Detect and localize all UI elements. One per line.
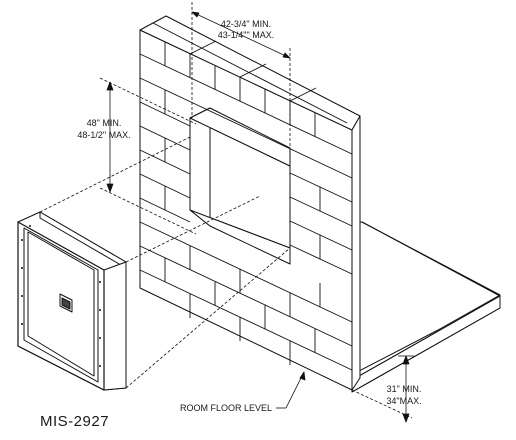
latch-icon <box>59 293 73 313</box>
height-min-label: 48" MIN. <box>87 118 122 128</box>
masonry-wall <box>139 15 361 391</box>
model-number: MIS-2927 <box>40 413 109 430</box>
height-max-label: 48-1/2" MAX. <box>77 130 130 140</box>
width-max-label: 43-1/4"" MAX. <box>218 30 274 40</box>
floor-offset-min-label: 31" MIN. <box>387 384 422 394</box>
floor-level-label: ROOM FLOOR LEVEL <box>180 403 272 413</box>
floor-offset-max-label: 34"MAX. <box>386 396 421 406</box>
dimension-lines <box>39 2 414 423</box>
access-panel <box>17 211 127 391</box>
width-min-label: 42-3/4" MIN. <box>221 19 271 29</box>
floor-slab <box>337 221 501 393</box>
